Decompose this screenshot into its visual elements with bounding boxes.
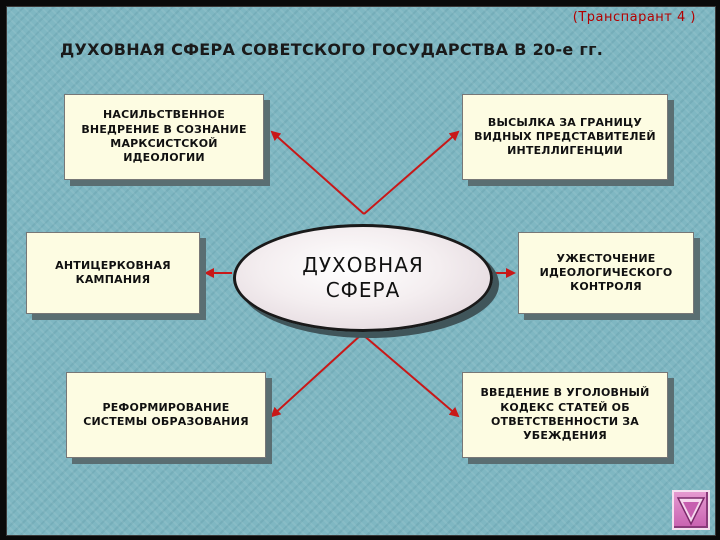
box-top-left: НАСИЛЬСТВЕННОЕ ВНЕДРЕНИЕ В СОЗНАНИЕ МАРК… bbox=[64, 94, 264, 180]
arrow-to-bottom-right bbox=[361, 333, 460, 418]
arrow-to-top-left bbox=[270, 130, 365, 215]
slide-title: ДУХОВНАЯ СФЕРА СОВЕТСКОГО ГОСУДАРСТВА В … bbox=[60, 40, 604, 59]
slide-subtitle: (Транспарант 4 ) bbox=[572, 10, 696, 25]
box-bottom-right-label: ВВЕДЕНИЕ В УГОЛОВНЫЙ КОДЕКС СТАТЕЙ ОБ ОТ… bbox=[480, 386, 650, 443]
center-label: ДУХОВНАЯ СФЕРА bbox=[302, 253, 424, 302]
arrow-to-top-right bbox=[363, 130, 460, 215]
box-top-right: ВЫСЫЛКА ЗА ГРАНИЦУ ВИДНЫХ ПРЕДСТАВИТЕЛЕЙ… bbox=[462, 94, 668, 180]
box-mid-right-label: УЖЕСТОЧЕНИЕ ИДЕОЛОГИЧЕСКОГО КОНТРОЛЯ bbox=[539, 251, 673, 294]
arrow-to-bottom-left bbox=[270, 333, 363, 418]
box-bottom-right: ВВЕДЕНИЕ В УГОЛОВНЫЙ КОДЕКС СТАТЕЙ ОБ ОТ… bbox=[462, 372, 668, 458]
box-top-right-label: ВЫСЫЛКА ЗА ГРАНИЦУ ВИДНЫХ ПРЕДСТАВИТЕЛЕЙ… bbox=[474, 115, 656, 158]
next-slide-button[interactable] bbox=[672, 490, 710, 530]
center-ellipse: ДУХОВНАЯ СФЕРА bbox=[233, 224, 493, 332]
down-triangle-icon bbox=[676, 497, 706, 526]
box-top-left-label: НАСИЛЬСТВЕННОЕ ВНЕДРЕНИЕ В СОЗНАНИЕ МАРК… bbox=[81, 108, 247, 165]
box-bottom-left-label: РЕФОРМИРОВАНИЕ СИСТЕМЫ ОБРАЗОВАНИЯ bbox=[83, 400, 249, 428]
box-mid-left: АНТИЦЕРКОВНАЯ КАМПАНИЯ bbox=[26, 232, 200, 314]
box-bottom-left: РЕФОРМИРОВАНИЕ СИСТЕМЫ ОБРАЗОВАНИЯ bbox=[66, 372, 266, 458]
box-mid-right: УЖЕСТОЧЕНИЕ ИДЕОЛОГИЧЕСКОГО КОНТРОЛЯ bbox=[518, 232, 694, 314]
box-mid-left-label: АНТИЦЕРКОВНАЯ КАМПАНИЯ bbox=[55, 258, 171, 286]
